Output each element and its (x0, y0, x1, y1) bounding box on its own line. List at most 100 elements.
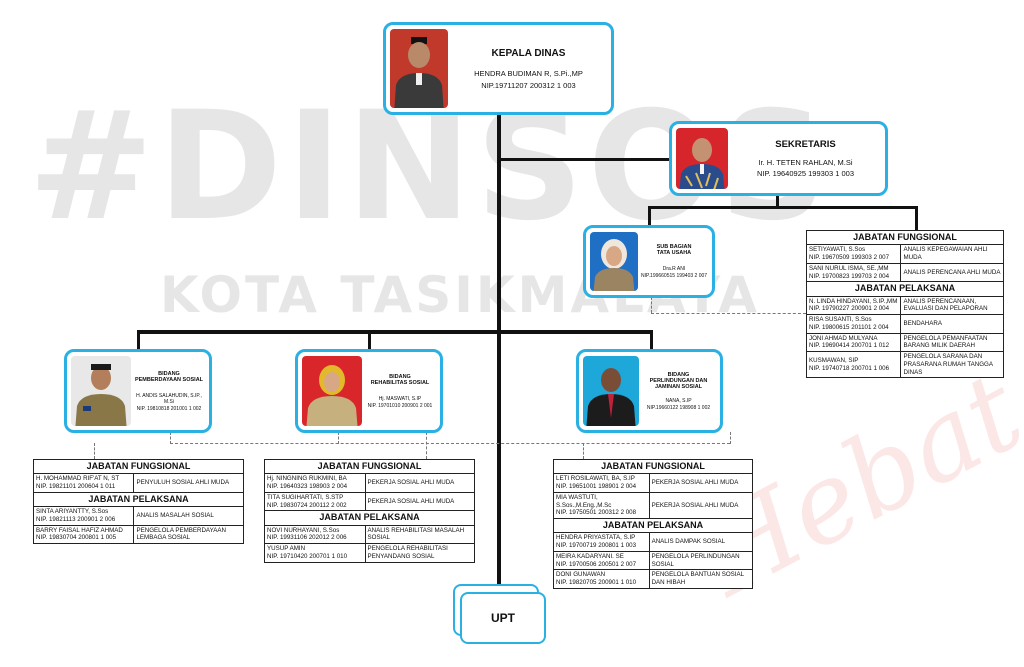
employee-position: PENYULUH SOSIAL AHLI MUDA (133, 473, 244, 493)
connector-bidang2 (368, 330, 371, 350)
employee-position: ANALIS KEPEGAWAIAN AHLI MUDA (900, 244, 1004, 264)
dashed-b2-drop (338, 432, 339, 444)
connector-secretary (497, 158, 672, 161)
employee-name: HENDRA PRIYASTATA, S.IP (556, 534, 636, 542)
pemberdayaan-title-1: BIDANG (158, 370, 180, 377)
pemberdayaan-fungsional-header: JABATAN FUNGSIONAL (33, 458, 244, 475)
employee-position: PEKERJA SOSIAL AHLI MUDA (364, 491, 476, 512)
employee-position: ANALIS PERENCANA AHLI MUDA (900, 262, 1004, 283)
employee-nip: NIP. 19931106 202012 2 006 (267, 534, 347, 542)
secretary-card[interactable]: SEKRETARIS Ir. H. TETEN RAHLAN, M.Si NIP… (669, 121, 888, 196)
pemberdayaan-table: JABATAN FUNGSIONAL H. MOHAMMAD RIF'AT N,… (32, 458, 244, 544)
employee-nip: NIP. 19740718 200701 1 006 (809, 364, 890, 372)
head-photo (390, 29, 448, 108)
dashed-b2-drop2 (426, 432, 427, 459)
head-title: KEPALA DINAS (491, 47, 566, 59)
upt-card[interactable]: UPT (460, 592, 546, 644)
employee-name: JONI AHMAD MULYANA (809, 334, 878, 342)
employee-position: PENGELOLA SARANA DAN PRASARANA RUMAH TAN… (900, 350, 1004, 379)
employee-position: PEKERJA SOSIAL AHLI MUDA (364, 473, 476, 493)
employee-name: MEIRA KADARYANI. SE (556, 552, 624, 560)
bidang-pemberdayaan-card[interactable]: BIDANG PEMBERDAYAAN SOSIAL H. ANDIS SALA… (64, 349, 212, 433)
perlindungan-title-2: PERLINDUNGAN DAN (649, 377, 708, 384)
dashed-b3-drop2 (730, 432, 731, 444)
pemberdayaan-title-2: PEMBERDAYAAN SOSIAL (134, 376, 204, 383)
employee-name: MIA WASTUTI, S.Sos.,M.Eng.,M.Sc (556, 493, 612, 509)
secretary-nip: NIP. 19640925 199303 1 003 (756, 169, 855, 178)
employee-name: SINTA ARIYANTTY, S.Sos (36, 508, 109, 515)
employee-position: ANALIS PERENCANAAN, EVALUASI DAN PELAPOR… (900, 295, 1004, 315)
employee-name: TITA SUGIHARTATI, S.STP (267, 493, 344, 501)
dashed-subbag (651, 297, 652, 313)
employee-position: PENGELOLA REHABILITASI PENYANDANG SOSIAL (364, 543, 476, 563)
head-card[interactable]: KEPALA DINAS HENDRA BUDIMAN R, S.Pi.,MP … (383, 22, 614, 115)
employee-nip: NIP. 19651001 198901 2 004 (556, 483, 637, 490)
secretary-title: SEKRETARIS (775, 139, 836, 150)
perlindungan-title-1: BIDANG (667, 371, 690, 378)
rehabilitasi-nip: NIP. 19701010 200901 2 001 (367, 402, 433, 409)
employee-position: PEKERJA SOSIAL AHLI MUDA (648, 473, 754, 493)
dashed-bidang (170, 443, 730, 444)
perlindungan-name: NANA, S.IP (665, 397, 692, 404)
bidang-rehabilitasi-card[interactable]: BIDANG REHABILITAS SOSIAL Hj. MASWATI, S… (295, 349, 443, 433)
rehabilitasi-title-1: BIDANG (389, 373, 411, 380)
secretary-name: Ir. H. TETEN RAHLAN, M.Si (758, 158, 853, 167)
employee-nip: NIP. 19830704 200801 1 005 (36, 534, 117, 542)
perlindungan-nip: NIP.19660122 198908 1 002 (646, 404, 711, 411)
connector-fungsional-down (915, 206, 918, 232)
employee-name: N. LINDA HINDAYANI, S.IP.,MM (809, 297, 898, 305)
connector-sekretariat-bar (648, 206, 918, 209)
employee-name: YUSUP AMIN (267, 545, 306, 552)
employee-nip: NIP. 19710420 200701 1 010 (267, 552, 348, 560)
employee-name: H. MOHAMMAD RIF'AT N, ST (36, 475, 120, 483)
subbag-card[interactable]: SUB BAGIAN TATA USAHA Dra.R ANI NIP.1996… (583, 225, 715, 298)
employee-position: ANALIS REHABILITASI MASALAH SOSIAL (364, 524, 476, 544)
trunk-line (497, 112, 501, 584)
head-name: HENDRA BUDIMAN R, S.Pi.,MP (474, 68, 583, 78)
pemberdayaan-pelaksana-header: JABATAN PELAKSANA (33, 491, 244, 508)
sekretariat-fungsional-header: JABATAN FUNGSIONAL (806, 229, 1004, 246)
perlindungan-title-3: JAMINAN SOSIAL (654, 383, 703, 390)
rehabilitasi-name: Hj. MASWATI, S.IP (378, 395, 422, 402)
employee-name: SANI NURUL ISMA, SE.,MM (809, 264, 889, 272)
head-nip: NIP.19711207 200312 1 003 (481, 80, 576, 90)
pemberdayaan-name: H. ANDIS SALAHUDIN, S.IP., M.Si (136, 392, 202, 405)
rehabilitasi-title-2: REHABILITAS SOSIAL (370, 379, 430, 386)
connector-bidang1 (137, 330, 140, 350)
rehabilitasi-photo (302, 356, 362, 426)
employee-nip: NIP. 19790227 200901 2 004 (809, 305, 890, 313)
connector-subbag-down (648, 206, 651, 226)
employee-nip: NIP. 19830724 200112 2 002 (267, 501, 347, 509)
rehabilitasi-table: JABATAN FUNGSIONAL Hj. NINGNING RUKMINI,… (264, 458, 476, 563)
perlindungan-photo (583, 356, 639, 426)
bidang-perlindungan-card[interactable]: BIDANG PERLINDUNGAN DAN JAMINAN SOSIAL N… (576, 349, 723, 433)
pemberdayaan-nip: NIP. 19810818 201001 1 002 (136, 405, 202, 412)
employee-position: ANALIS MASALAH SOSIAL (133, 506, 244, 526)
employee-nip: NIP. 19700506 200501 2 007 (556, 560, 637, 568)
employee-nip: NIP. 19800615 201101 2 004 (809, 323, 889, 331)
employee-position: PENGELOLA PEMANFAATAN BARANG MILIK DAERA… (900, 332, 1004, 352)
secretary-photo (676, 128, 728, 189)
employee-name: NOVI NURHAYANI, S.Sos (267, 526, 340, 534)
employee-position: PENGELOLA BANTUAN SOSIAL DAN HIBAH (648, 569, 754, 589)
connector-secretary-down (776, 193, 779, 208)
employee-name: Hj. NINGNING RUKMINI, BA (267, 475, 347, 483)
subbag-title-2: TATA USAHA (656, 250, 692, 256)
employee-position: PENGELOLA PEMBERDAYAAN LEMBAGA SOSIAL (133, 524, 244, 544)
rehabilitasi-pelaksana-header: JABATAN PELAKSANA (264, 510, 475, 526)
subbag-title-1: SUB BAGIAN (656, 244, 692, 250)
sekretariat-pelaksana-header: JABATAN PELAKSANA (806, 281, 1004, 297)
dashed-b3-drop (583, 443, 584, 459)
